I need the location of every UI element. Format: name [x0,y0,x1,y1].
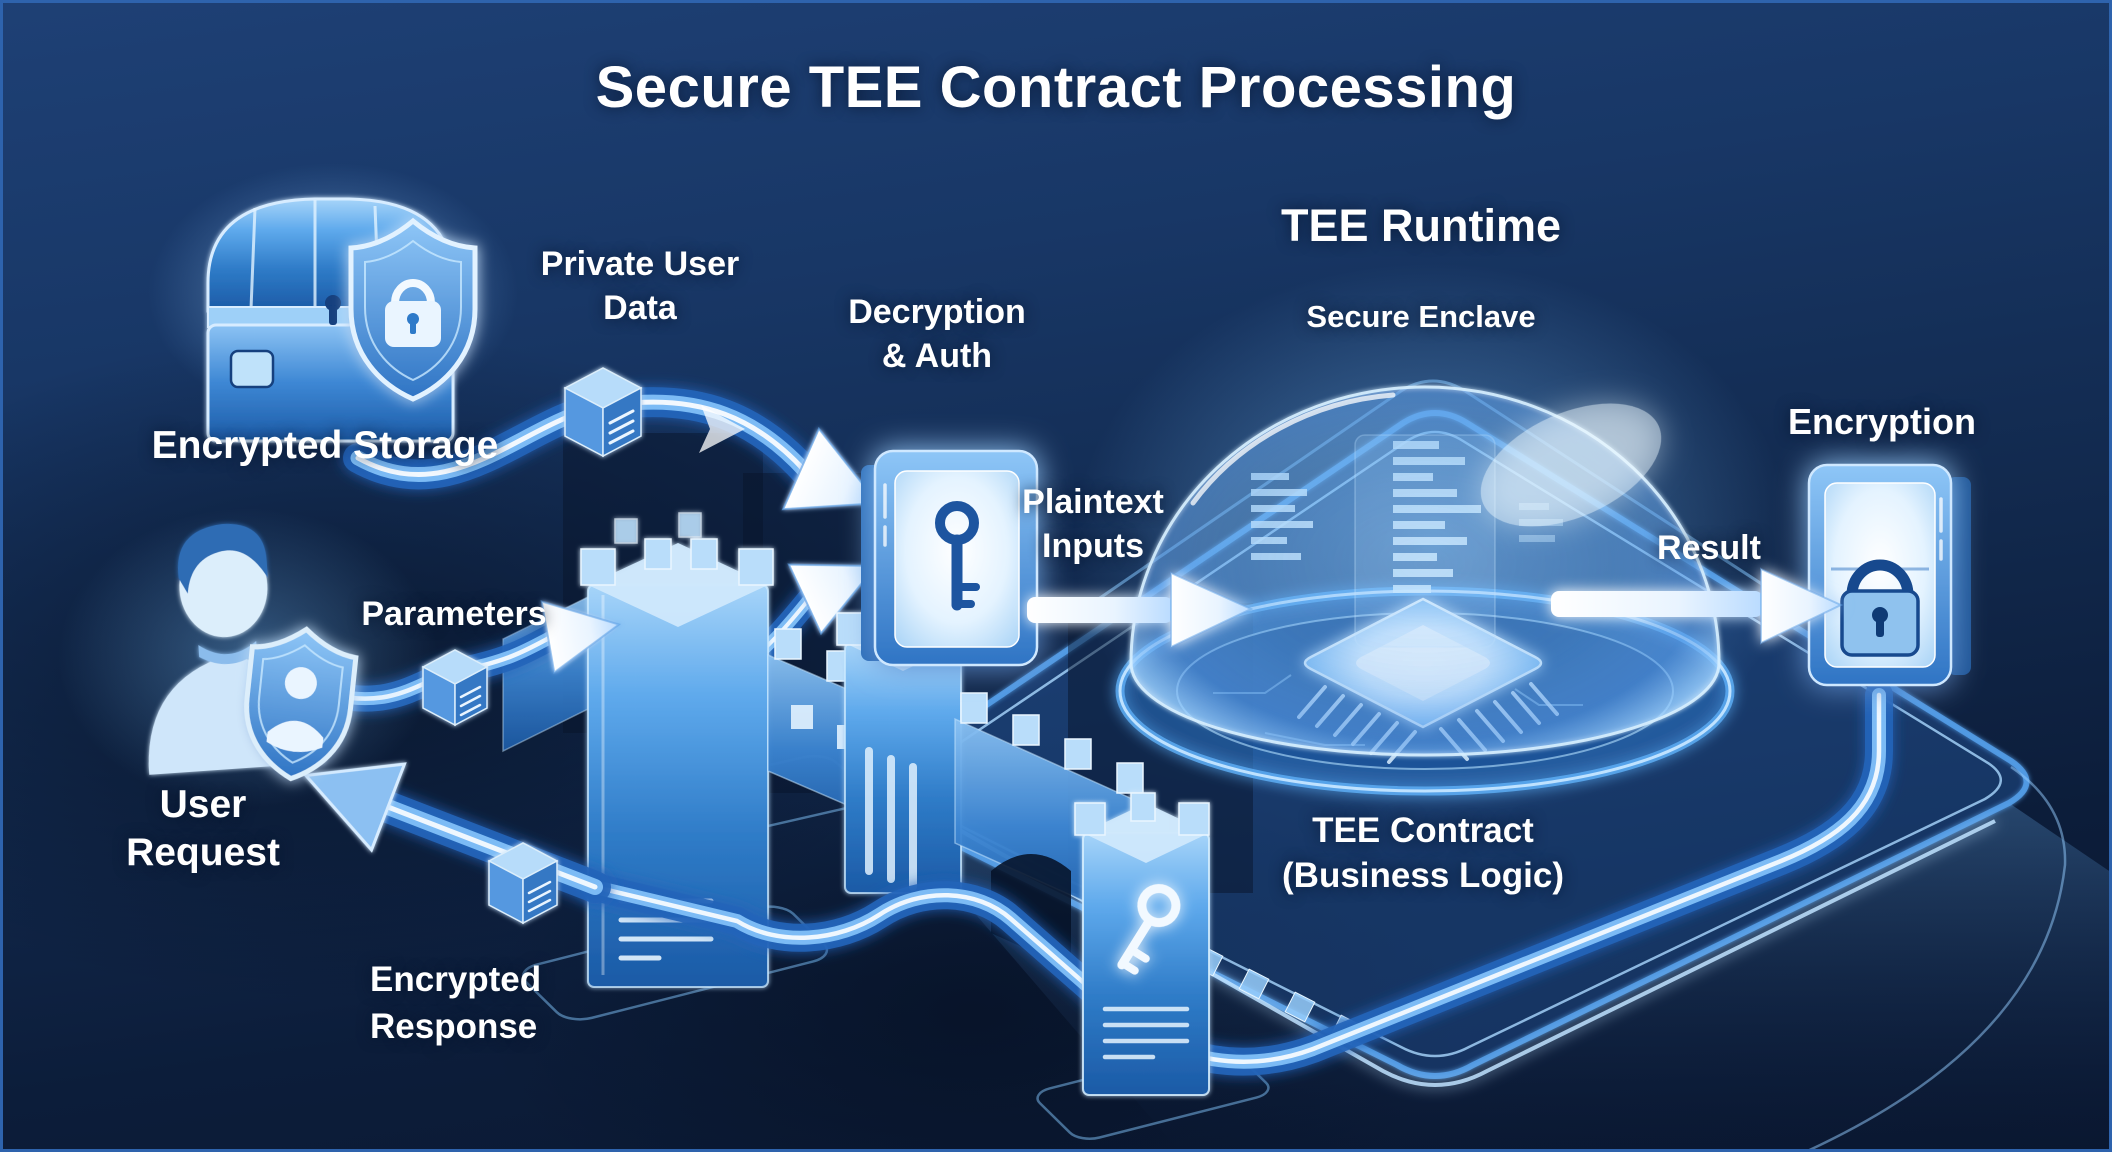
plaintext-inputs-arrow [1027,571,1254,649]
user-icon [58,508,438,808]
user-request-line2: Request [126,830,280,874]
decryption-auth-line2: & Auth [881,336,993,375]
parameters-pipe [333,600,622,699]
private-user-data-label: Private User Data [541,243,739,330]
secure-enclave-dome [1115,385,1735,796]
arrowhead-into-decryption-upper [781,426,880,511]
user-head [179,537,268,638]
dome-highlight-arc [1190,392,1396,506]
shield-person-glyph [284,667,317,700]
encrypted-storage-label: Encrypted Storage [151,424,499,467]
decryption-auth-panel [861,449,1039,667]
tee-contract-line1: TEE Contract [1312,811,1534,850]
pipe-chevron [699,405,745,453]
tower-slats [865,747,917,891]
user-request-line1: User [159,783,247,826]
plaintext-inputs-label: Plaintext Inputs [1022,481,1164,568]
page-title: Secure TEE Contract Processing [595,55,1517,120]
decryption-auth-label: Decryption & Auth [848,291,1026,378]
key-icon [1117,884,1181,975]
user-shield-icon [244,626,359,782]
data-packet-response [487,842,559,925]
private-user-data-line1: Private User [540,245,740,283]
data-packet-parameters [421,649,489,727]
panel-depth [1947,477,1971,675]
key-tower-slits [1102,1006,1190,1060]
shield-lock-icon [348,217,478,402]
floor-ring-right [1808,765,2067,1149]
tee-contract-line2: (Business Logic) [1282,855,1564,895]
private-user-data-line2: Data [603,288,677,327]
user-hair [177,523,268,594]
result-label: Result [1657,529,1761,567]
arrowhead-into-tower [540,600,622,675]
plaintext-inputs-line2: Inputs [1042,526,1144,565]
encryption-label: Encryption [1787,401,1977,442]
secure-enclave-label: Secure Enclave [1306,299,1536,334]
tee-contract-label: TEE Contract (Business Logic) [1282,809,1564,899]
diagram-artwork [58,163,2109,1149]
dome-specular [1480,403,1662,527]
encryption-panel [1807,463,1971,687]
key-glyph [935,501,980,611]
encrypted-response-line2: Response [370,1006,538,1046]
tee-runtime-heading: TEE Runtime [1280,200,1562,251]
platform-front-edge-glow [932,813,1996,1087]
plaintext-inputs-line1: Plaintext [1022,483,1164,521]
decryption-auth-line1: Decryption [848,293,1026,331]
encrypted-response-line1: Encrypted [370,960,542,999]
key-tower [1074,792,1210,1096]
data-packet-private [563,367,643,458]
encrypted-storage-icon [148,163,518,443]
parameters-label: Parameters [361,595,547,633]
chest-latch [229,349,275,389]
result-arrow [1551,567,1844,645]
private-user-data-pipe [358,402,880,511]
tower-to-decryption-beam [743,563,878,667]
user-request-label: User Request [126,781,280,876]
padlock-glyph [1840,559,1920,657]
encrypted-response-label: Encrypted Response [370,957,541,1051]
chest-keyhole [325,295,341,325]
arrowhead-into-decryption-lower [787,563,878,636]
